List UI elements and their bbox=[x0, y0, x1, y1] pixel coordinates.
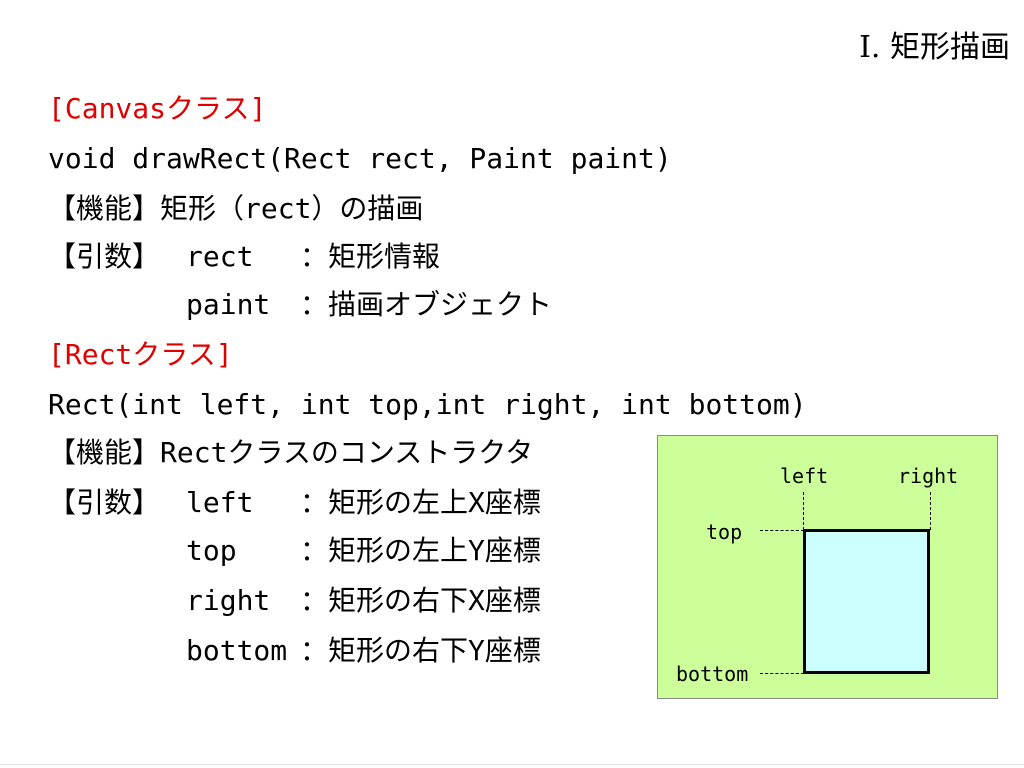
canvas-arg-rect-name: rect bbox=[186, 240, 305, 273]
right-guide-line bbox=[930, 492, 931, 530]
rect-arg-left-name: left bbox=[186, 486, 305, 519]
rect-arg-bottom-desc: ：矩形の右下Y座標 bbox=[300, 634, 541, 667]
diagram-label-bottom: bottom bbox=[676, 662, 749, 686]
canvas-function-line: 【機能】矩形（rect）の描画 bbox=[48, 192, 424, 225]
left-guide-line bbox=[803, 492, 804, 530]
top-guide-line bbox=[760, 530, 804, 531]
rect-arg-bottom-name: bottom bbox=[186, 634, 305, 667]
canvas-class-heading: [Canvasクラス] bbox=[48, 92, 267, 125]
rect-arg-top-desc: ：矩形の左上Y座標 bbox=[300, 534, 541, 567]
rect-arg-top-name: top bbox=[186, 534, 305, 567]
canvas-arg-paint-name: paint bbox=[186, 288, 305, 321]
canvas-args-label: 【引数】 bbox=[48, 240, 161, 273]
rect-arg-left-desc: ：矩形の左上X座標 bbox=[300, 486, 541, 519]
rect-coordinate-diagram: left right top bottom bbox=[657, 435, 998, 699]
rectangle-shape bbox=[803, 529, 930, 674]
rect-constructor-signature: Rect(int left, int top,int right, int bo… bbox=[48, 388, 807, 421]
diagram-label-top: top bbox=[706, 520, 743, 544]
rect-class-heading: [Rectクラス] bbox=[48, 338, 233, 371]
rect-arg-right-desc: ：矩形の右下X座標 bbox=[300, 584, 541, 617]
canvas-arg-rect-desc: ：矩形情報 bbox=[300, 240, 441, 273]
rect-args-label: 【引数】 bbox=[48, 486, 161, 519]
rect-function-line: 【機能】Rectクラスのコンストラクタ bbox=[48, 436, 534, 469]
footer-divider bbox=[0, 764, 1024, 765]
diagram-label-right: right bbox=[898, 464, 959, 488]
diagram-label-left: left bbox=[780, 464, 829, 488]
rect-arg-right-name: right bbox=[186, 584, 305, 617]
bottom-guide-line bbox=[760, 673, 804, 674]
canvas-arg-paint-desc: ：描画オブジェクト bbox=[300, 288, 553, 321]
slide-title: I. 矩形描画 bbox=[859, 30, 1010, 65]
draw-rect-signature: void drawRect(Rect rect, Paint paint) bbox=[48, 142, 672, 175]
